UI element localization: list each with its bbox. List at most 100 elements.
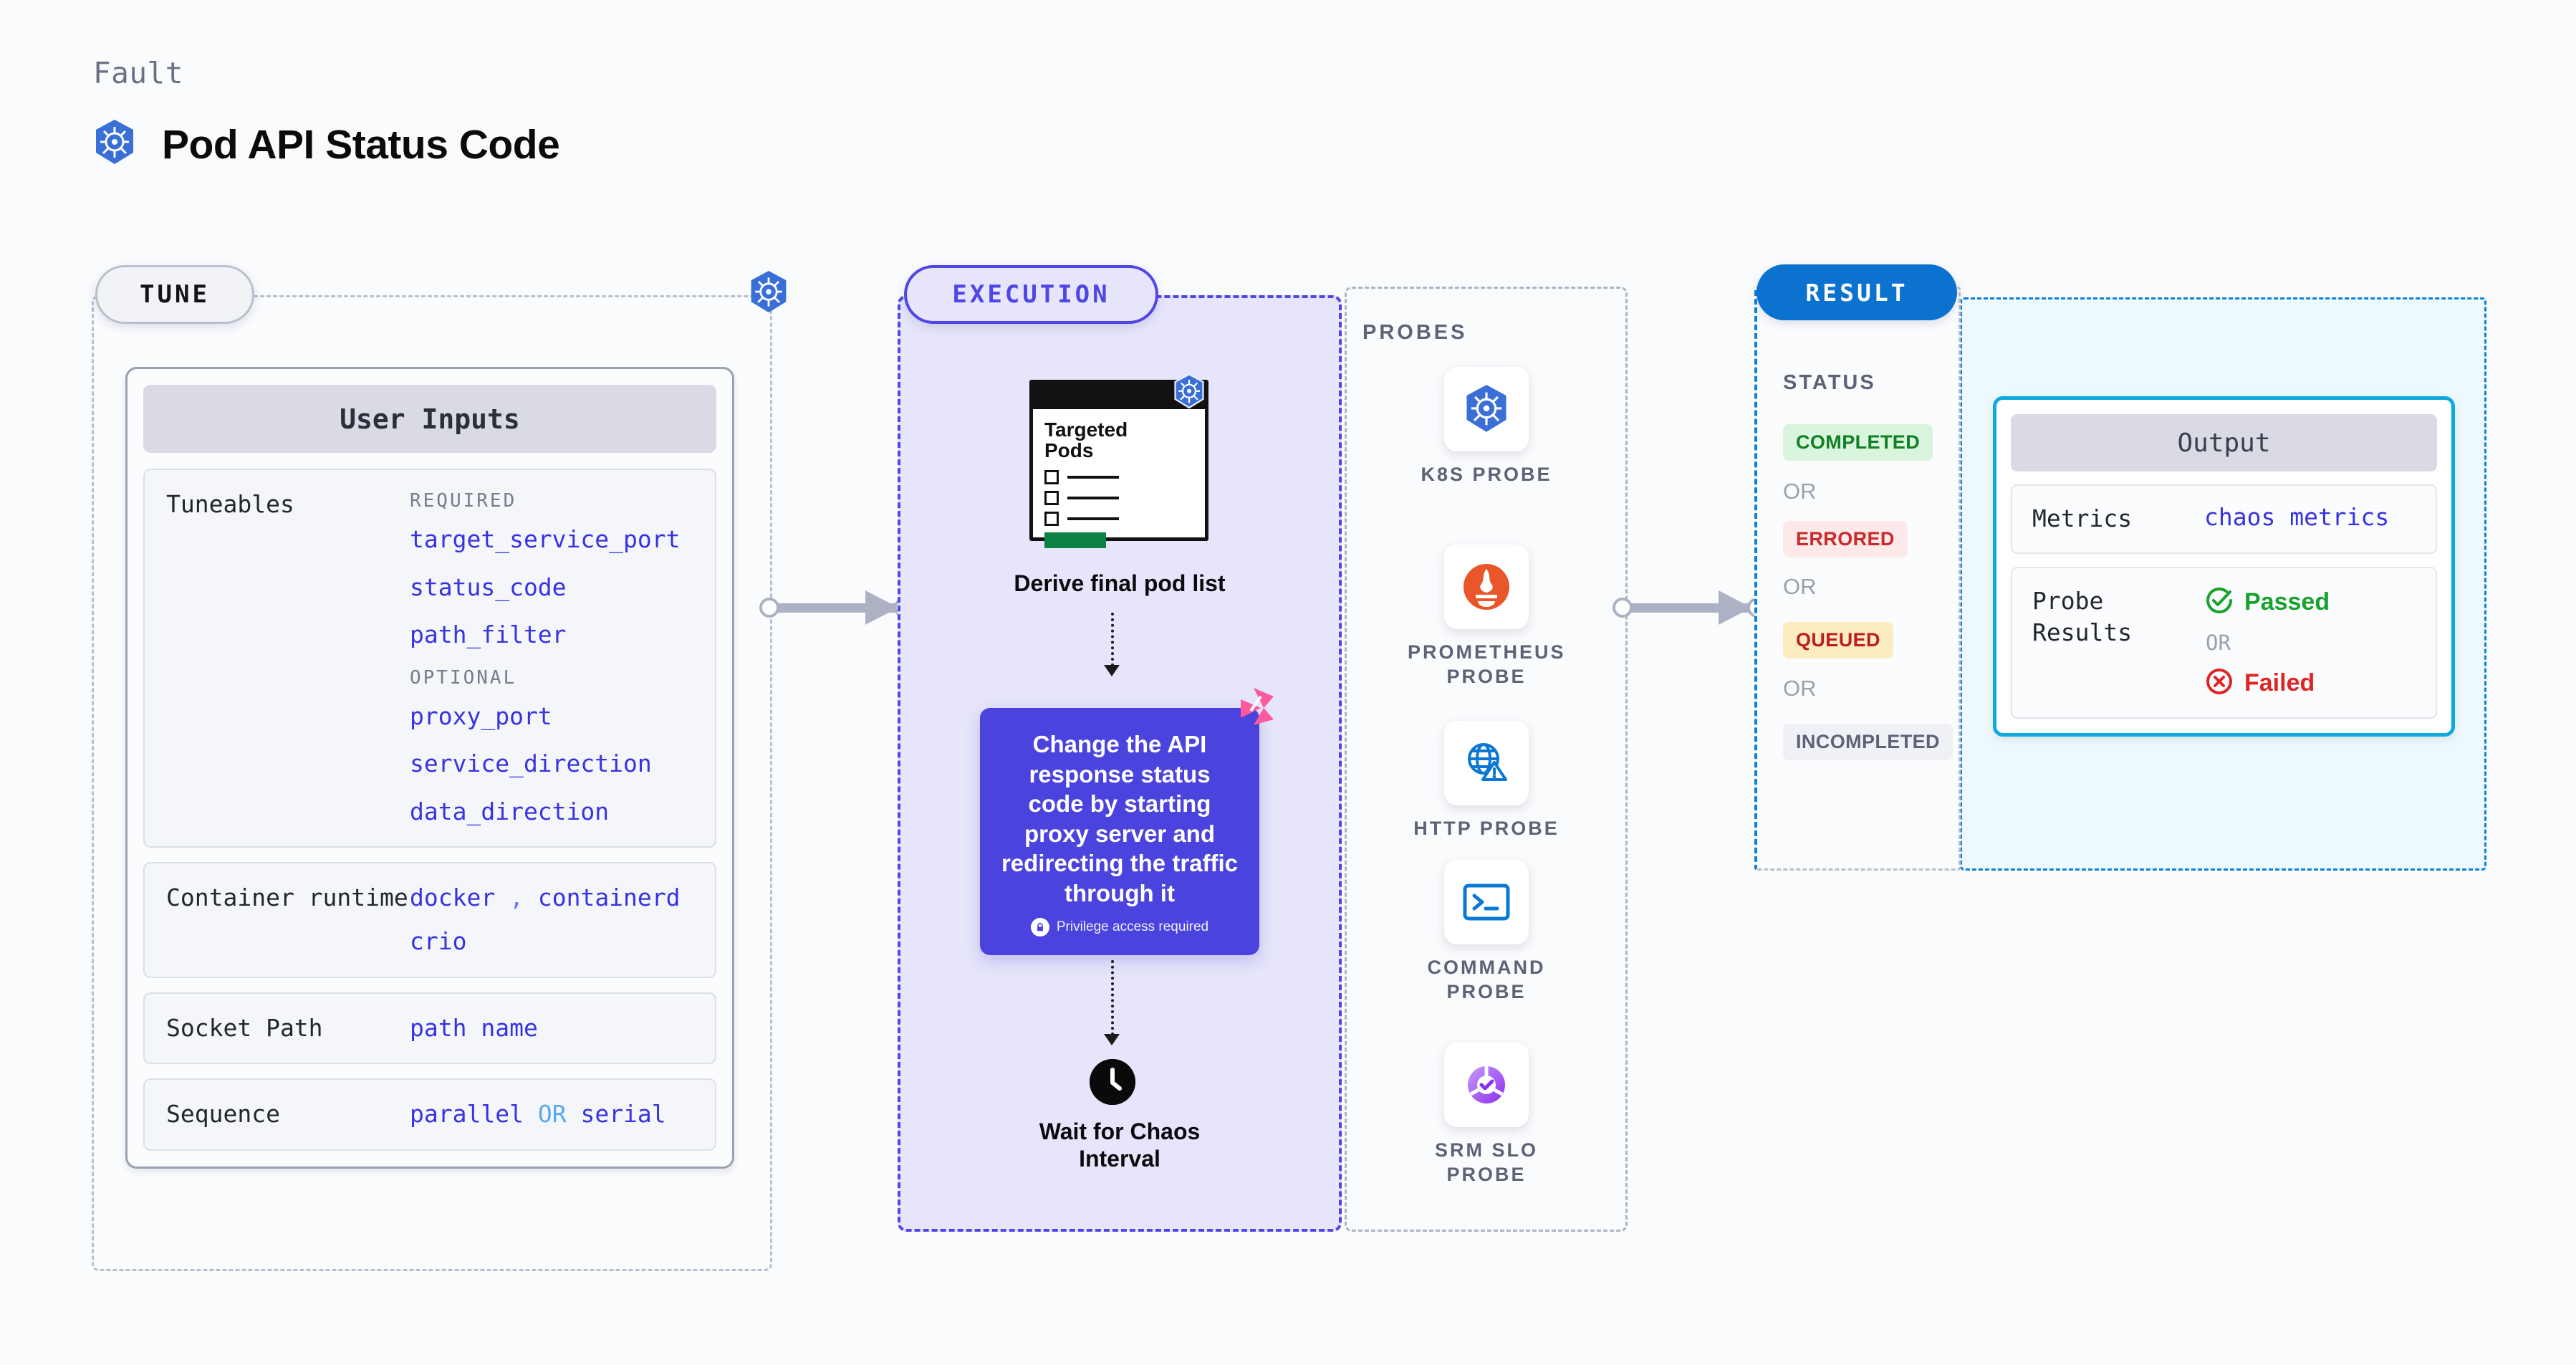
probe-label: COMMAND PROBE (1427, 957, 1546, 1002)
metrics-value[interactable]: chaos metrics (2204, 503, 2390, 531)
targeted-pods-title-1: Targeted (1044, 418, 1128, 441)
list-line (1067, 517, 1119, 520)
flow-connector (1111, 613, 1114, 666)
privilege-note-text: Privilege access required (1056, 919, 1209, 934)
probe-label: HTTP PROBE (1413, 818, 1559, 839)
container-runtime-label: Container runtime (166, 883, 408, 912)
probe-item-command[interactable]: COMMAND PROBE (1408, 860, 1565, 1005)
execution-action-text: Change the API response status code by s… (1001, 731, 1239, 906)
prometheus-icon (1444, 545, 1529, 629)
list-line (1067, 496, 1119, 499)
checkbox-icon (1044, 511, 1059, 526)
output-card: Output Metrics chaos metrics Probe Resul… (1993, 396, 2455, 737)
probe-results-label: Probe Results (2032, 586, 2133, 647)
tuneable-path-filter[interactable]: path_filter (410, 621, 567, 649)
probe-item-srm-slo[interactable]: SRM SLO PROBE (1408, 1043, 1565, 1187)
probe-result-failed: Failed (2204, 666, 2416, 700)
connector-tune-to-execution (759, 586, 914, 629)
probe-item-k8s[interactable]: K8S PROBE (1408, 367, 1565, 487)
runtime-crio[interactable]: crio (410, 927, 467, 956)
status-label: STATUS (1783, 371, 1876, 394)
probe-label: SRM SLO PROBE (1434, 1139, 1538, 1185)
probe-item-http[interactable]: HTTP PROBE (1408, 721, 1565, 841)
tune-pill[interactable]: TUNE (95, 265, 254, 324)
x-circle-icon (2204, 666, 2234, 700)
probe-item-prometheus[interactable]: PROMETHEUS PROBE (1408, 545, 1565, 689)
status-badge-queued: QUEUED (1783, 622, 1893, 658)
sequence-label: Sequence (166, 1100, 280, 1129)
slo-donut-check-icon (1444, 1043, 1529, 1127)
checkbox-icon (1044, 490, 1059, 505)
sequence-row: Sequence parallel OR serial (143, 1078, 716, 1151)
kubernetes-icon (747, 269, 790, 319)
runtime-separator: , (509, 883, 524, 912)
arrow-down-icon (1104, 665, 1120, 676)
targeted-pods-card: Targeted Pods (1029, 380, 1208, 548)
result-pill[interactable]: RESULT (1756, 264, 1957, 320)
optional-caption: OPTIONAL (410, 666, 517, 689)
kubernetes-icon (92, 118, 138, 171)
or-separator: OR (1783, 479, 1817, 504)
sequence-joiner: OR (537, 1100, 567, 1129)
socket-path-values: path name (410, 1012, 693, 1045)
page-title-row: Pod API Status Code (92, 118, 560, 171)
socket-path-value[interactable]: path name (410, 1013, 538, 1042)
failed-text: Failed (2244, 669, 2315, 696)
connector-endpoint (1613, 598, 1633, 618)
tuneable-status-code[interactable]: status_code (410, 573, 567, 601)
probe-label: PROMETHEUS PROBE (1408, 641, 1566, 687)
output-title: Output (2011, 414, 2437, 471)
or-separator: OR (1783, 574, 1817, 599)
tuneable-service-direction[interactable]: service_direction (410, 749, 652, 778)
probe-label: K8S PROBE (1421, 464, 1552, 485)
targeted-pods-title-2: Pods (1044, 439, 1094, 462)
user-inputs-card: User Inputs Tuneables REQUIRED target_se… (125, 367, 734, 1169)
runtime-containerd[interactable]: containerd (537, 883, 681, 912)
container-runtime-row: Container runtime docker , containerd cr… (143, 862, 716, 978)
tuneable-proxy-port[interactable]: proxy_port (410, 701, 552, 730)
sequence-values: parallel OR serial (410, 1098, 693, 1131)
list-line (1067, 475, 1119, 479)
connector-endpoint (759, 598, 779, 618)
kubernetes-icon (1444, 367, 1529, 451)
status-badge-incompleted: INCOMPLETED (1783, 724, 1953, 760)
tuneable-data-direction[interactable]: data_direction (410, 797, 610, 825)
socket-path-row: Socket Path path name (143, 992, 716, 1065)
flow-connector (1111, 960, 1114, 1035)
tuneable-target-service-port[interactable]: target_service_port (410, 525, 681, 554)
execution-action-card: Change the API response status code by s… (980, 688, 1274, 955)
probe-results-values: Passed OR Failed (2204, 585, 2416, 700)
user-inputs-title: User Inputs (143, 385, 716, 453)
sequence-serial[interactable]: serial (580, 1100, 666, 1129)
probe-result-passed: Passed (2204, 585, 2416, 619)
lock-icon (1030, 918, 1049, 937)
terminal-icon (1444, 860, 1529, 944)
socket-path-label: Socket Path (166, 1013, 323, 1042)
pods-checklist (1044, 469, 1193, 548)
derive-pod-list-caption: Derive final pod list (1014, 570, 1226, 596)
harness-logo-icon (1232, 686, 1275, 732)
arrow-down-icon (1104, 1034, 1120, 1045)
metrics-label: Metrics (2032, 504, 2133, 532)
page-eyebrow: Fault (93, 56, 183, 90)
sequence-parallel[interactable]: parallel (410, 1100, 524, 1129)
probe-results-row: Probe Results Passed OR (2011, 566, 2437, 719)
status-badge-errored: ERRORED (1783, 521, 1908, 557)
execution-pill[interactable]: EXECUTION (904, 265, 1158, 324)
kubernetes-icon (1172, 373, 1206, 413)
globe-warning-icon (1444, 721, 1529, 805)
page-title: Pod API Status Code (162, 121, 560, 168)
passed-text: Passed (2244, 588, 2330, 616)
check-circle-icon (2204, 585, 2234, 619)
clock-icon (1090, 1059, 1135, 1105)
probes-label: PROBES (1363, 321, 1468, 344)
progress-bar (1044, 532, 1106, 548)
or-separator: OR (2206, 630, 2231, 655)
wait-caption-line1: Wait for Chaos (1039, 1119, 1201, 1144)
status-badge-completed: COMPLETED (1783, 424, 1933, 461)
or-separator: OR (1783, 676, 1817, 701)
tuneables-row: Tuneables REQUIRED target_service_port s… (143, 469, 716, 848)
privilege-note: Privilege access required (980, 918, 1259, 937)
runtime-docker[interactable]: docker (410, 883, 496, 912)
